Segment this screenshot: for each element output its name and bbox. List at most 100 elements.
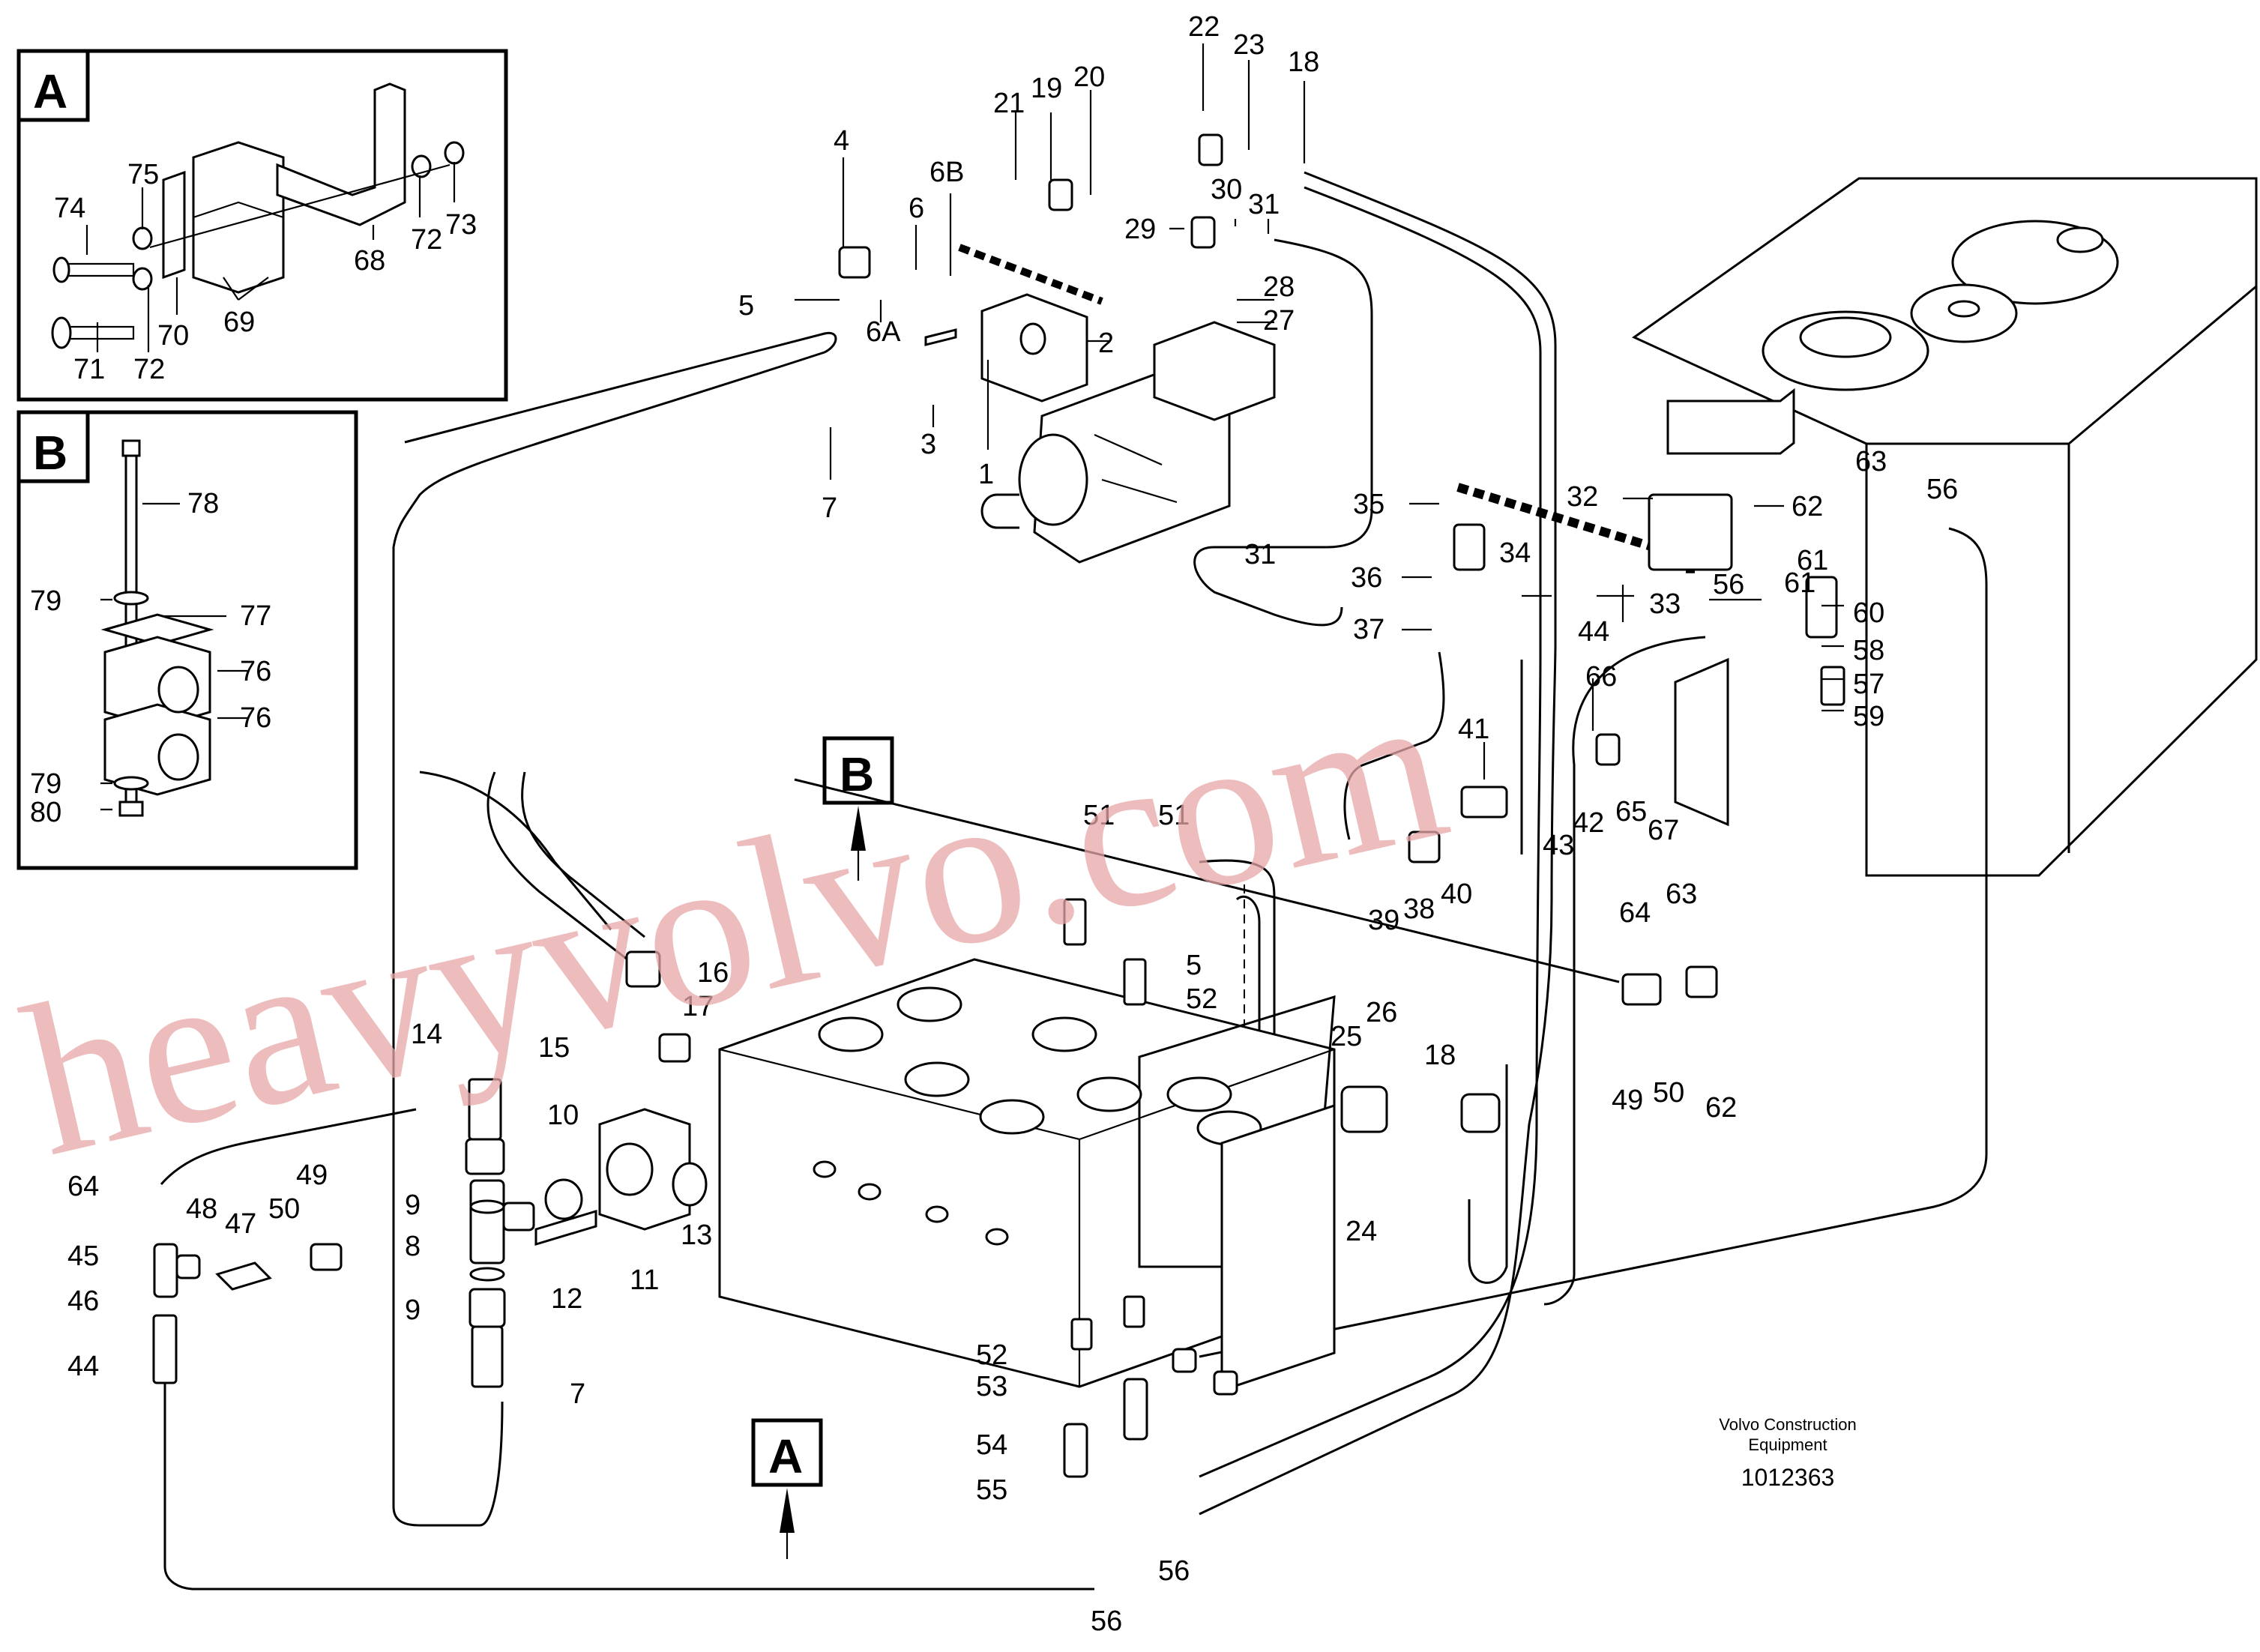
svg-text:75: 75: [127, 159, 159, 190]
svg-text:19: 19: [1031, 73, 1062, 104]
hose-lines: [160, 171, 1988, 1591]
svg-text:66: 66: [1585, 661, 1617, 693]
svg-text:B: B: [840, 747, 874, 801]
svg-text:44: 44: [67, 1351, 99, 1382]
svg-text:6A: 6A: [866, 316, 901, 348]
svg-text:9: 9: [405, 1190, 421, 1221]
svg-text:56: 56: [1158, 1555, 1190, 1587]
detail-b-letter: B: [33, 426, 67, 480]
svg-text:61: 61: [1784, 567, 1815, 599]
callout-labels: 22 23 18 21 19 20 4 6B 6 5 6A 2 3 1 7 29…: [67, 11, 1958, 1637]
svg-text:2: 2: [1098, 328, 1114, 359]
svg-text:72: 72: [133, 354, 165, 385]
svg-text:23: 23: [1233, 29, 1265, 61]
svg-text:50: 50: [1653, 1077, 1684, 1109]
svg-text:55: 55: [976, 1474, 1007, 1506]
svg-text:34: 34: [1499, 537, 1531, 569]
company-line-1: Volvo Construction: [1719, 1415, 1856, 1434]
svg-text:47: 47: [225, 1208, 256, 1240]
svg-text:56: 56: [1713, 569, 1744, 600]
detail-a-letter: A: [33, 64, 67, 118]
svg-text:26: 26: [1366, 997, 1397, 1028]
svg-text:51: 51: [1158, 800, 1190, 831]
svg-text:52: 52: [1186, 983, 1217, 1015]
svg-text:50: 50: [268, 1193, 300, 1225]
svg-text:77: 77: [240, 600, 271, 632]
svg-text:70: 70: [157, 320, 189, 352]
svg-text:67: 67: [1648, 815, 1679, 846]
flange: [534, 1108, 708, 1246]
hydraulic-tank: [1632, 177, 2258, 877]
svg-text:8: 8: [405, 1231, 421, 1262]
svg-text:16: 16: [697, 957, 729, 989]
svg-text:13: 13: [681, 1220, 712, 1251]
svg-text:A: A: [768, 1429, 803, 1483]
svg-text:20: 20: [1073, 61, 1105, 93]
svg-text:57: 57: [1853, 669, 1884, 700]
svg-text:51: 51: [1083, 800, 1115, 831]
svg-text:63: 63: [1855, 446, 1887, 477]
svg-text:25: 25: [1331, 1021, 1362, 1052]
svg-text:59: 59: [1853, 701, 1884, 732]
svg-text:79: 79: [30, 768, 61, 800]
company-line-2: Equipment: [1748, 1435, 1827, 1454]
svg-text:62: 62: [1792, 491, 1823, 522]
svg-text:1: 1: [978, 459, 994, 490]
fittings: [152, 133, 1845, 1478]
svg-text:52: 52: [976, 1339, 1007, 1371]
svg-text:14: 14: [411, 1019, 442, 1050]
svg-text:46: 46: [67, 1285, 99, 1317]
svg-text:17: 17: [682, 991, 714, 1022]
svg-text:64: 64: [1619, 897, 1651, 929]
svg-text:4: 4: [834, 125, 849, 157]
svg-text:79: 79: [30, 585, 61, 617]
svg-text:7: 7: [822, 492, 837, 524]
svg-text:10: 10: [547, 1100, 579, 1131]
svg-text:48: 48: [186, 1193, 217, 1225]
svg-text:41: 41: [1458, 714, 1489, 745]
svg-text:11: 11: [630, 1264, 659, 1296]
svg-text:35: 35: [1353, 489, 1384, 520]
pump: [924, 293, 1276, 564]
svg-text:74: 74: [54, 193, 85, 224]
svg-text:9: 9: [405, 1294, 421, 1326]
svg-text:37: 37: [1353, 614, 1384, 645]
svg-text:71: 71: [73, 354, 105, 385]
svg-text:27: 27: [1263, 305, 1295, 337]
svg-text:65: 65: [1615, 796, 1647, 827]
svg-text:3: 3: [920, 429, 936, 460]
svg-text:29: 29: [1124, 214, 1156, 245]
svg-text:31: 31: [1248, 189, 1280, 220]
control-valve: [718, 958, 1336, 1393]
detail-a-box: A 74 75 71 72 70 69 68 72 73: [16, 49, 508, 402]
svg-text:49: 49: [1612, 1085, 1643, 1116]
svg-text:7: 7: [570, 1378, 585, 1410]
footer: Volvo Construction Equipment 1012363: [1719, 1415, 1856, 1491]
svg-text:76: 76: [240, 702, 271, 734]
svg-text:30: 30: [1211, 174, 1242, 205]
svg-text:80: 80: [30, 797, 61, 828]
section-arrow-b: B: [822, 736, 894, 881]
svg-text:73: 73: [445, 209, 477, 241]
svg-text:32: 32: [1567, 481, 1598, 513]
svg-text:22: 22: [1188, 11, 1220, 43]
svg-text:6: 6: [908, 193, 924, 224]
svg-text:36: 36: [1351, 562, 1382, 594]
svg-text:24: 24: [1346, 1216, 1377, 1247]
drawing-number: 1012363: [1741, 1464, 1835, 1491]
svg-text:5: 5: [738, 290, 754, 322]
svg-text:43: 43: [1543, 830, 1574, 861]
svg-text:78: 78: [187, 488, 219, 519]
section-arrow-a: A: [751, 1418, 823, 1559]
svg-text:42: 42: [1573, 807, 1604, 839]
svg-text:63: 63: [1666, 878, 1697, 910]
svg-text:62: 62: [1705, 1092, 1737, 1124]
svg-text:28: 28: [1263, 271, 1295, 303]
detail-b-box: B 78 79 77 76 76 79 80: [16, 410, 358, 870]
svg-text:53: 53: [976, 1371, 1007, 1402]
svg-text:33: 33: [1649, 588, 1681, 620]
svg-text:6B: 6B: [929, 157, 964, 188]
svg-text:38: 38: [1403, 893, 1435, 925]
svg-text:56: 56: [1091, 1606, 1122, 1637]
